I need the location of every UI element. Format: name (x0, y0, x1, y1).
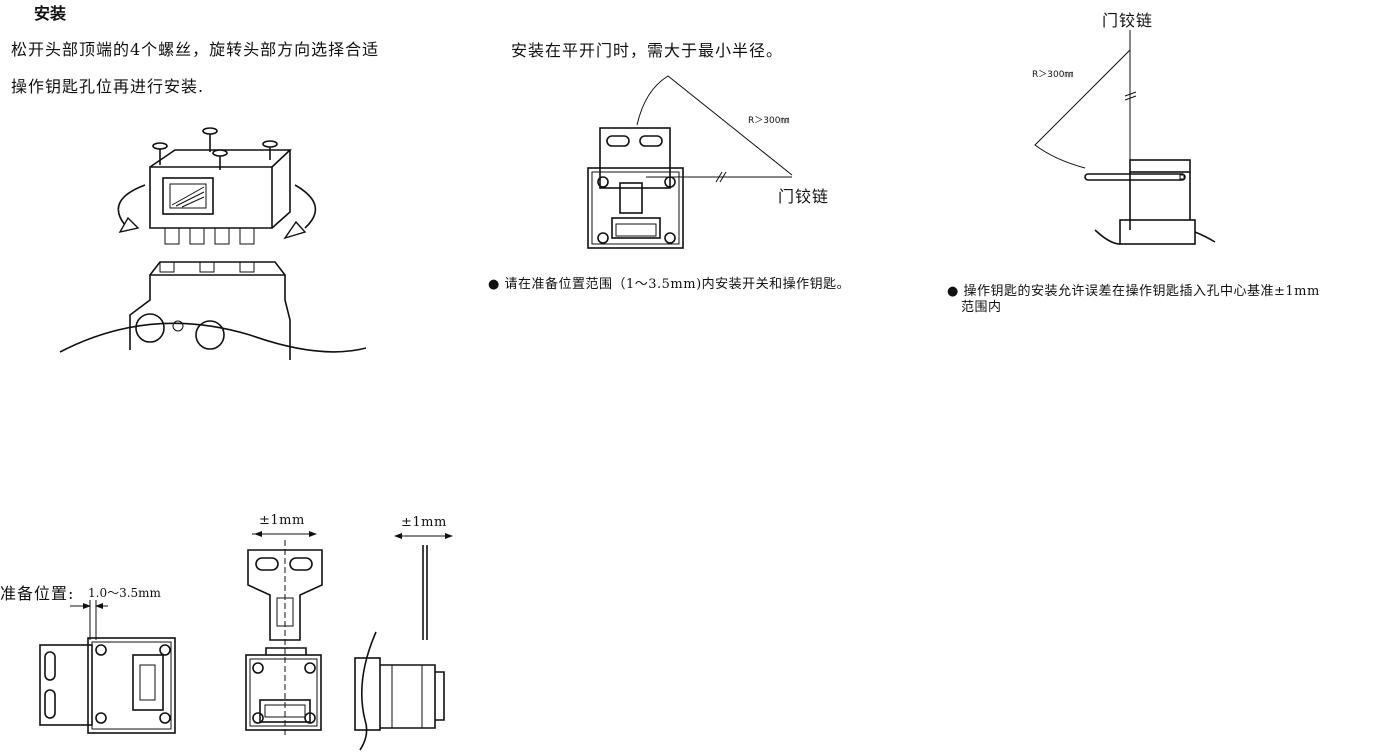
tolerance-note-line1: ● 操作钥匙的安装允许误差在操作钥匙插入孔中心基准±1mm (947, 284, 1320, 299)
hinged-hinge-label: 门铰链 (1102, 11, 1154, 30)
sliding-door-illustration (587, 75, 793, 249)
prep-position-value: 1.0〜3.5mm (88, 586, 161, 600)
install-step-line2: 操作钥匙孔位再进行安装. (11, 77, 205, 96)
hinged-door-illustration (1034, 30, 1216, 245)
tolerance-note-line2: 范围内 (961, 300, 1002, 315)
sliding-door-caption: 安装在平开门时，需大于最小半径。 (511, 41, 784, 60)
prep-position-label: 准备位置: (0, 584, 75, 603)
head-rotation-illustration (59, 127, 367, 360)
hinged-radius-label: R＞300㎜ (1032, 70, 1074, 80)
front-tolerance-label: ±1mm (259, 513, 305, 528)
sliding-radius-label: R＞300㎜ (748, 116, 790, 126)
sliding-door-note: ● 请在准备位置范围（1〜3.5mm)内安装开关和操作钥匙。 (488, 277, 851, 292)
install-step-line1: 松开头部顶端的4个螺丝，旋转头部方向选择合适 (11, 40, 380, 59)
prep-position-illustration (39, 600, 176, 734)
front-tolerance-illustration (245, 531, 323, 735)
section-title: 安装 (34, 4, 67, 23)
side-tolerance-label: ±1mm (401, 515, 447, 530)
side-tolerance-illustration (354, 533, 453, 751)
sliding-hinge-label: 门铰链 (778, 187, 830, 206)
